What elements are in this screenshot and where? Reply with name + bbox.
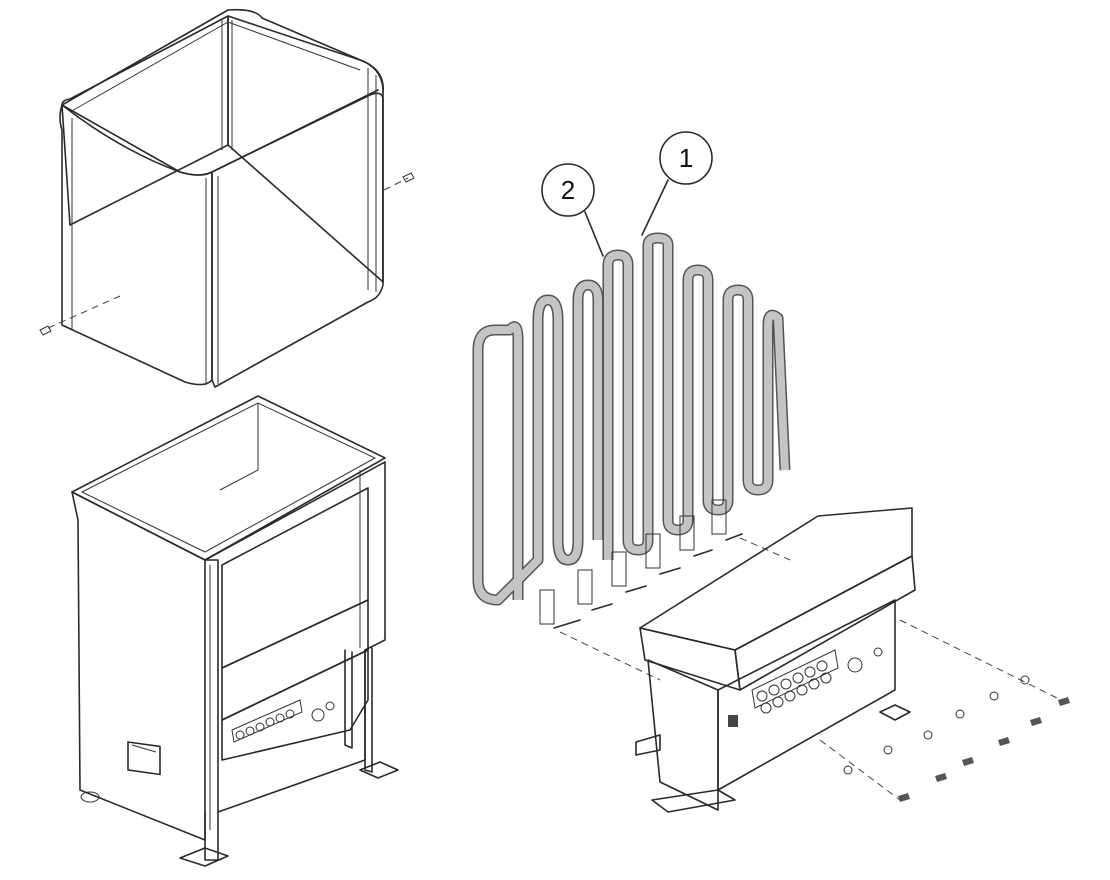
screw bbox=[935, 773, 947, 782]
screw bbox=[1058, 697, 1070, 706]
body-terminal-block bbox=[231, 699, 335, 743]
screw bbox=[962, 757, 974, 766]
callout-1: 1 bbox=[641, 131, 713, 236]
element-terminals bbox=[539, 499, 743, 629]
element-bracket-unit bbox=[635, 507, 916, 813]
washer bbox=[955, 709, 965, 719]
washer bbox=[989, 691, 999, 701]
washer bbox=[923, 730, 933, 740]
heater-body bbox=[71, 395, 399, 867]
washer bbox=[883, 745, 893, 755]
screws bbox=[819, 619, 1070, 802]
cover-screw-right bbox=[383, 172, 415, 191]
cover-screw-left bbox=[39, 295, 121, 336]
bracket-terminal-block bbox=[751, 647, 883, 714]
washer bbox=[1020, 675, 1030, 685]
outer-cover bbox=[59, 8, 384, 388]
callout-2: 2 bbox=[541, 163, 604, 257]
screw bbox=[898, 793, 910, 802]
heating-element-back bbox=[472, 279, 604, 606]
heating-element-front bbox=[602, 232, 791, 560]
screw bbox=[998, 737, 1010, 746]
callout-2-label: 2 bbox=[561, 175, 575, 205]
callout-1-label: 1 bbox=[679, 143, 693, 173]
screw bbox=[1030, 717, 1042, 726]
heating-elements bbox=[472, 232, 791, 629]
label-plate-icon bbox=[728, 715, 738, 727]
washer bbox=[843, 765, 853, 775]
